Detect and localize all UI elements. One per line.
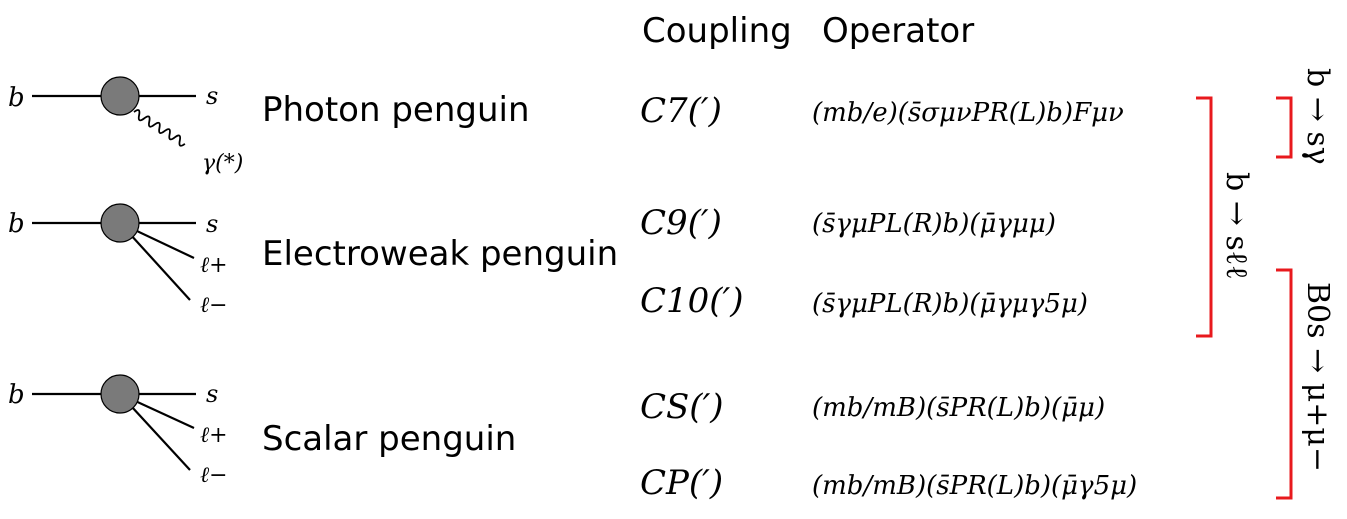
lepton-minus-label: ℓ−	[200, 293, 228, 318]
coupling-c10: C10(′)	[640, 281, 744, 321]
photon-penguin-diagram: b s γ(*) Photon penguin	[8, 76, 530, 176]
bracket-b-to-sgamma	[1276, 96, 1293, 159]
bracket-b-to-sll	[1196, 96, 1213, 338]
loop-blob	[100, 374, 140, 414]
photon-label: γ(*)	[202, 151, 243, 176]
label-b-to-sll: b → sℓℓ	[1219, 172, 1254, 280]
incoming-quark-label: b	[8, 380, 25, 410]
operator-o10: (s̄γμPL(R)b)(μ̄γμγ5μ)	[812, 289, 1088, 319]
outgoing-quark-label: s	[206, 380, 218, 408]
photon-wavy-line	[133, 109, 186, 147]
label-bs-to-mumu: B0s → μ+μ−	[1300, 282, 1335, 472]
loop-blob	[100, 76, 140, 116]
operator-header: Operator	[822, 11, 974, 51]
photon-penguin-label: Photon penguin	[262, 90, 530, 130]
coupling-header: Coupling	[642, 11, 792, 51]
coupling-cs: CS(′)	[640, 387, 724, 427]
coupling-c7: C7(′)	[640, 91, 722, 131]
outgoing-quark-label: s	[206, 82, 218, 110]
scalar-penguin-diagram: b s ℓ+ ℓ− Scalar penguin	[8, 374, 516, 488]
loop-blob	[100, 203, 140, 243]
electroweak-penguin-label: Electroweak penguin	[262, 234, 618, 274]
label-b-to-sgamma: b → sγ	[1300, 68, 1335, 165]
electroweak-penguin-diagram: b s ℓ+ ℓ− Electroweak penguin	[8, 203, 618, 318]
incoming-quark-label: b	[8, 209, 25, 239]
outgoing-quark-label: s	[206, 210, 218, 238]
operator-o7: (mb/e)(s̄σμνPR(L)b)Fμν	[812, 98, 1124, 128]
operator-o9: (s̄γμPL(R)b)(μ̄γμμ)	[812, 209, 1056, 239]
incoming-quark-label: b	[8, 83, 25, 113]
bracket-bs-to-mumu	[1276, 268, 1293, 500]
lepton-plus-label: ℓ+	[200, 253, 228, 278]
coupling-cp: CP(′)	[640, 463, 723, 503]
operator-os: (mb/mB)(s̄PR(L)b)(μ̄μ)	[812, 393, 1105, 423]
operator-op: (mb/mB)(s̄PR(L)b)(μ̄γ5μ)	[812, 471, 1137, 501]
lepton-minus-label: ℓ−	[200, 463, 228, 488]
coupling-c9: C9(′)	[640, 203, 722, 243]
scalar-penguin-label: Scalar penguin	[262, 419, 516, 459]
lepton-plus-label: ℓ+	[200, 423, 228, 448]
